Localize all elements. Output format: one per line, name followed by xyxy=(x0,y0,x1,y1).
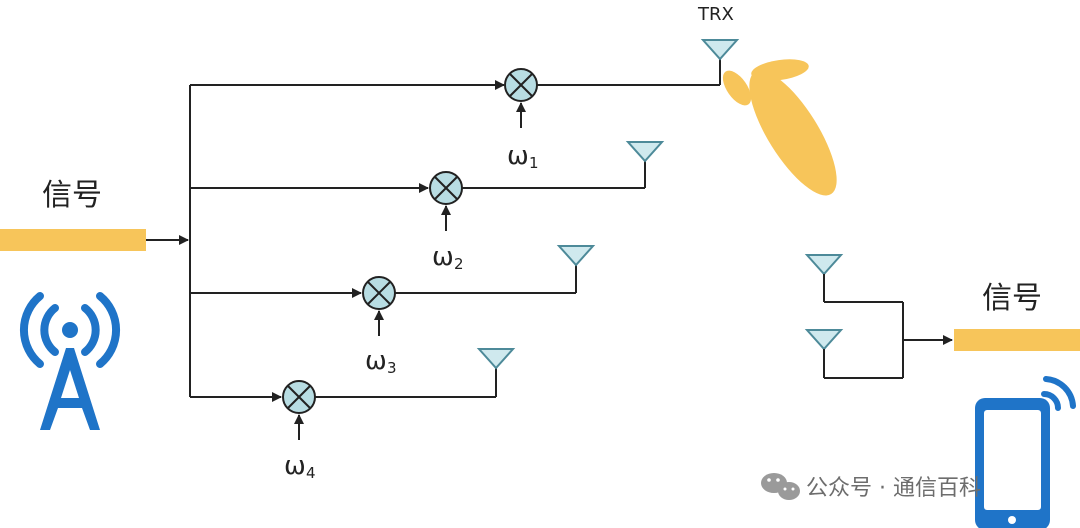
output-signal-label: 信号 xyxy=(982,281,1042,316)
rx-antenna-1-icon xyxy=(804,254,844,276)
svg-text:4: 4 xyxy=(306,464,316,482)
mixer-4 xyxy=(282,380,316,414)
svg-text:2: 2 xyxy=(454,255,464,273)
beam-side-lobe-right xyxy=(751,59,809,81)
watermark-text: 公众号 · 通信百科 xyxy=(806,476,981,501)
mixer-2 xyxy=(429,171,463,205)
beam-pattern xyxy=(722,59,837,196)
rx-antenna-2-icon xyxy=(804,329,844,351)
antenna-1-icon xyxy=(700,39,740,61)
input-signal-label: 信号 xyxy=(42,178,102,213)
beam-side-lobe-left xyxy=(722,70,752,106)
smartphone-icon xyxy=(975,376,1076,528)
antenna-3-icon xyxy=(556,245,596,267)
svg-text:ω: ω xyxy=(284,451,306,481)
svg-text:ω: ω xyxy=(507,141,529,171)
omega-3-label: ω 3 xyxy=(365,346,397,377)
beam-main-lobe xyxy=(749,70,837,196)
mixer-3 xyxy=(362,276,396,310)
input-signal-bar xyxy=(0,229,146,251)
antenna-2-icon xyxy=(625,141,665,163)
svg-text:1: 1 xyxy=(529,154,539,172)
omega-2-label: ω 2 xyxy=(432,242,464,273)
svg-text:ω: ω xyxy=(365,346,387,376)
output-signal-bar xyxy=(954,329,1080,351)
omega-4-label: ω 4 xyxy=(284,451,316,482)
mixer-1 xyxy=(504,68,538,102)
cell-tower-icon xyxy=(20,292,120,430)
svg-text:ω: ω xyxy=(432,242,454,272)
svg-text:3: 3 xyxy=(387,359,397,377)
omega-1-label: ω 1 xyxy=(507,141,539,172)
wechat-icon xyxy=(761,473,800,500)
trx-label: TRX xyxy=(697,4,734,25)
antenna-4-icon xyxy=(476,348,516,370)
